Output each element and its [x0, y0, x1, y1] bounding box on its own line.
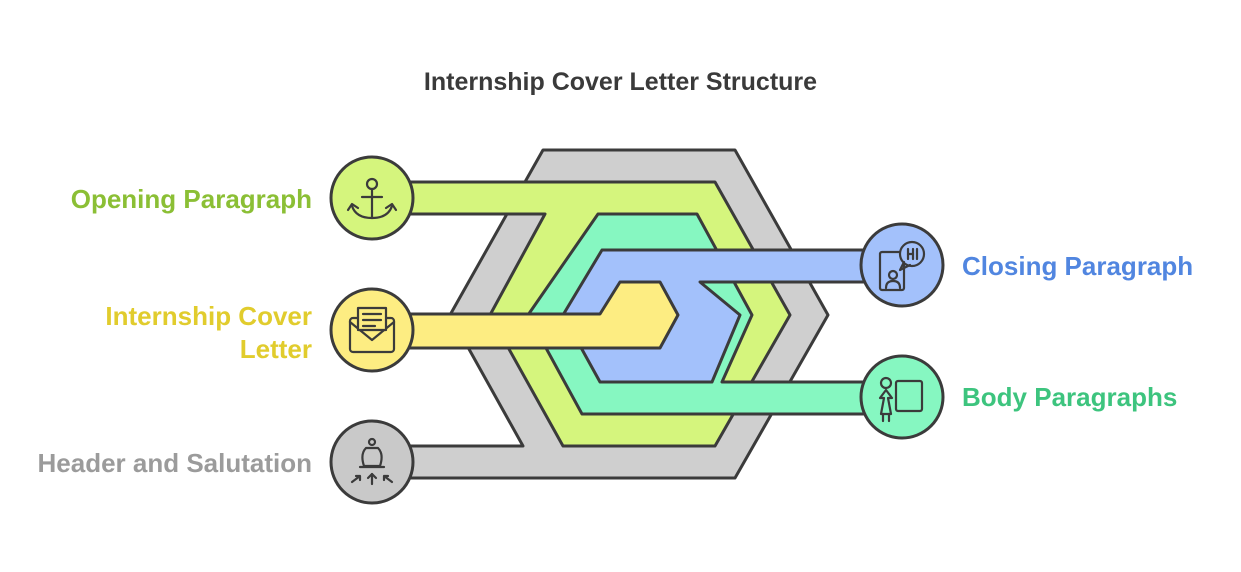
envelope-letter-icon: [348, 306, 396, 354]
header-salutation-label: Header and Salutation: [37, 448, 313, 478]
closing-paragraph-label: Closing Paragraph: [962, 251, 1194, 281]
person-board-icon: [878, 376, 924, 423]
diagram-title: Internship Cover Letter Structure: [423, 68, 818, 96]
header-node: [329, 419, 415, 505]
label-line-2: Letter: [239, 334, 312, 364]
body-node: [859, 354, 945, 440]
internship-cover-letter-label: Internship Cover Letter: [40, 300, 312, 366]
bell-arrows-icon: [350, 437, 394, 486]
anchor-icon: [346, 177, 398, 220]
speech-bubble-person-icon: [878, 240, 926, 292]
opening-paragraph-label: Opening Paragraph: [70, 184, 312, 214]
center-band: [370, 280, 680, 350]
label-line-1: Internship Cover: [105, 301, 312, 331]
body-paragraphs-label: Body Paragraphs: [962, 382, 1178, 412]
